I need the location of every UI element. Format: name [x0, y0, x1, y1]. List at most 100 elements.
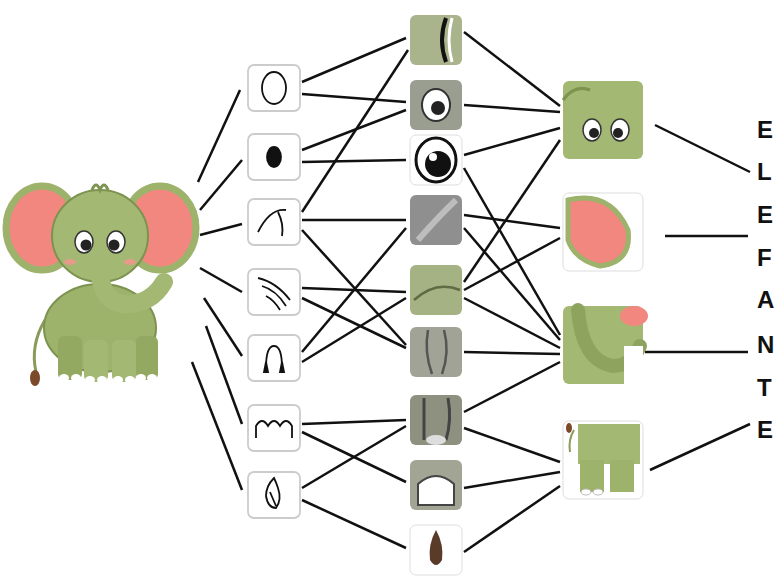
link-line [464, 128, 560, 155]
elephant-tail-tuft [30, 370, 40, 386]
elephant-leg [112, 340, 136, 382]
sketch-icons [248, 65, 300, 518]
elephant-leg [84, 340, 108, 382]
eye-detail [431, 101, 445, 115]
link-line [464, 298, 560, 348]
letter-label: N [757, 333, 774, 357]
link-line [464, 472, 560, 488]
link-line [655, 125, 750, 172]
link-line [302, 298, 406, 348]
tail-sketch [266, 478, 280, 508]
ear-edge-detail [449, 18, 452, 62]
head-piece-eye [583, 119, 601, 141]
link-line [464, 168, 560, 335]
link-line [464, 140, 560, 282]
letter-label: A [757, 288, 774, 312]
link-line [464, 352, 560, 354]
link-line [302, 228, 406, 352]
letter-label: L [757, 160, 772, 184]
ear-sketch [258, 210, 286, 236]
image-tile [410, 525, 462, 575]
ear-edge-detail [442, 18, 446, 62]
letter-label: E [757, 118, 773, 142]
link-line [464, 238, 560, 290]
head-piece-detail [563, 88, 590, 100]
tusk-sketch [264, 362, 284, 372]
icon-frame [248, 269, 300, 315]
elephant-pupil [109, 240, 120, 251]
ear-piece [563, 193, 643, 271]
elephant-trunk [100, 262, 164, 304]
toe-detail [426, 435, 446, 445]
tusk-detail [418, 200, 456, 240]
eye-outline-sketch [262, 72, 286, 104]
link-line [302, 160, 406, 162]
link-line [650, 424, 750, 470]
trunk-piece-ear [620, 306, 648, 326]
link-line [464, 428, 560, 462]
elephant-pupil [81, 240, 92, 251]
legs-piece-detail [578, 424, 640, 464]
letter-label: E [757, 203, 773, 227]
eye-detail [425, 151, 451, 177]
link-line [302, 94, 406, 102]
letter-label: F [757, 246, 772, 270]
link-line [645, 351, 748, 354]
link-line [192, 362, 242, 490]
icon-frame [248, 65, 300, 111]
toe-detail [418, 476, 454, 505]
elephant-eye [75, 231, 93, 253]
icon-frame [248, 472, 300, 518]
icon-frame [248, 405, 300, 451]
elephant-cheek [124, 259, 136, 265]
icon-frame [248, 335, 300, 381]
pupil-sketch [267, 147, 281, 167]
link-line [200, 268, 242, 292]
link-line [302, 50, 408, 212]
legs-piece-detail [610, 460, 634, 492]
link-line [302, 426, 406, 488]
elephant-toes [59, 374, 157, 384]
trunk-sketch [258, 278, 290, 310]
tail-tuft-detail [430, 530, 443, 565]
elephant-cheek [64, 259, 76, 265]
eye-detail [422, 89, 450, 121]
elephant-eye [107, 231, 125, 253]
ear-piece-detail [568, 198, 628, 266]
toes-sketch [256, 421, 292, 438]
image-tile [410, 135, 462, 185]
head-piece [563, 81, 643, 159]
link-line [464, 105, 560, 112]
legs-piece-detail [580, 460, 604, 492]
tusk-sketch [266, 346, 282, 368]
legs-piece-tail [570, 430, 575, 452]
trunk-piece-detail [624, 346, 643, 384]
elephant-hair [92, 185, 108, 190]
image-tile [410, 460, 462, 510]
elephant-leg [58, 336, 82, 380]
link-line [464, 215, 560, 228]
link-line [302, 500, 406, 548]
link-line [665, 235, 748, 238]
link-line [302, 219, 406, 222]
image-tile [410, 80, 462, 130]
link-line [464, 32, 560, 106]
icon-frame [248, 134, 300, 180]
image-tiles [410, 15, 462, 575]
link-line [200, 224, 242, 235]
head-piece-eye [589, 128, 599, 138]
link-line [200, 160, 242, 210]
legs-piece-detail [581, 489, 591, 495]
image-tile [410, 327, 462, 377]
leg-detail [424, 398, 450, 440]
image-tile [410, 265, 462, 315]
head-piece-eye [613, 128, 623, 138]
link-line [464, 362, 560, 412]
trunk-detail [414, 287, 460, 300]
link-line [464, 486, 560, 552]
link-line [204, 298, 242, 356]
link-line [302, 298, 406, 362]
letter-label: T [757, 376, 772, 400]
